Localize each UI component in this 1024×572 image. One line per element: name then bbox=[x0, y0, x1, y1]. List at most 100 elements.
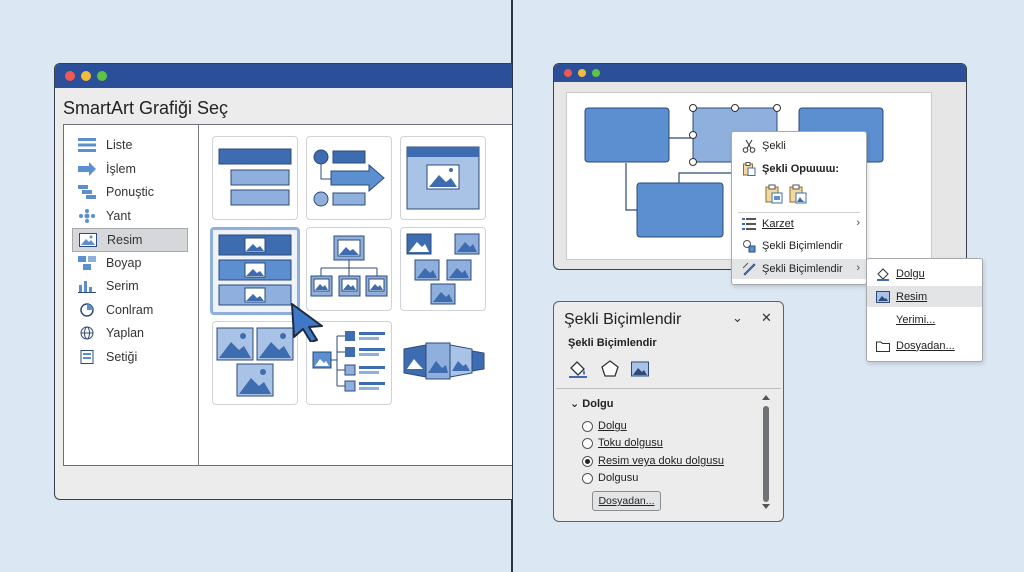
fill-section-header[interactable]: ⌄ Dolgu bbox=[570, 398, 614, 410]
picture-caption-thumbnail bbox=[406, 146, 480, 210]
close-icon[interactable]: ✕ bbox=[761, 310, 772, 325]
document-icon bbox=[80, 350, 94, 364]
radio-option-texture-fill[interactable]: Toku dolgusu bbox=[582, 437, 663, 449]
category-item-setigi[interactable]: Setiği bbox=[72, 346, 188, 368]
maximize-dot-icon[interactable] bbox=[97, 71, 107, 81]
radio-label: Toku dolgusu bbox=[598, 437, 663, 449]
close-dot-icon[interactable] bbox=[564, 69, 572, 77]
submenu-item-picture[interactable]: Resim bbox=[867, 286, 982, 307]
submenu-arrow-icon: › bbox=[856, 217, 860, 229]
submenu-item-texture[interactable]: Yerimi... bbox=[867, 309, 982, 330]
category-item-serim[interactable]: Serim bbox=[72, 275, 188, 297]
layout-tile-vertical-list[interactable] bbox=[212, 136, 298, 220]
picture-strip-thumbnail bbox=[403, 342, 485, 380]
category-label: Yaplan bbox=[106, 326, 144, 340]
maximize-dot-icon[interactable] bbox=[592, 69, 600, 77]
diagram-shape-4[interactable] bbox=[636, 182, 724, 238]
category-label: Boyap bbox=[106, 256, 142, 270]
menu-item-format-shape[interactable]: Şekli Biçimlendir bbox=[732, 236, 866, 256]
layout-tile-picture-hierarchy[interactable] bbox=[306, 227, 392, 311]
category-label: Serim bbox=[106, 279, 139, 293]
category-label: İşlem bbox=[106, 162, 136, 176]
submenu-item-label: Resim bbox=[896, 290, 928, 303]
radio-option-pattern-fill[interactable]: Dolgusu bbox=[582, 472, 638, 484]
minimize-dot-icon[interactable] bbox=[81, 71, 91, 81]
layout-tile-picture-mosaic[interactable] bbox=[212, 321, 298, 405]
category-item-yaplan[interactable]: Yaplan bbox=[72, 322, 188, 344]
submenu-item-from-file[interactable]: Dosyadan... bbox=[867, 335, 982, 356]
category-item-conlram[interactable]: Conlram bbox=[72, 299, 188, 321]
menu-item-paste-options[interactable]: Şekli Opɯɯɯ: bbox=[732, 159, 866, 179]
process-arrow-icon bbox=[78, 162, 96, 176]
layout-tile-picture-list-selected[interactable] bbox=[210, 227, 300, 315]
context-menu: Şekli Şekli Opɯɯɯ: Karzet › Şekli Biçiml… bbox=[731, 131, 867, 285]
category-item-islem[interactable]: İşlem bbox=[72, 158, 188, 180]
category-label: Ponuştic bbox=[106, 185, 154, 199]
menu-item-label: Karzet bbox=[762, 218, 794, 230]
picture-tree-thumbnail bbox=[312, 331, 385, 392]
vertical-list-thumbnail bbox=[218, 148, 292, 206]
category-label: Setiği bbox=[106, 350, 138, 364]
menu-item-cut[interactable]: Şekli bbox=[732, 136, 866, 156]
button-label: Dosyadan... bbox=[598, 495, 655, 507]
from-file-button[interactable]: Dosyadan... bbox=[592, 491, 661, 511]
cycle-icon bbox=[78, 185, 96, 199]
pane-tab-strip bbox=[568, 359, 768, 381]
radio-option-fill[interactable]: Dolgu bbox=[582, 420, 627, 432]
layout-tile-picture-strip[interactable] bbox=[400, 321, 485, 403]
relationship-icon bbox=[78, 256, 96, 270]
menu-item-format-shape-submenu[interactable]: Şekli Biçimlendir › bbox=[732, 259, 866, 279]
layout-tile-picture-tree[interactable] bbox=[306, 321, 392, 405]
matrix-icon bbox=[78, 281, 96, 293]
radio-button[interactable] bbox=[582, 420, 593, 432]
chevron-down-icon[interactable]: ⌄ bbox=[732, 310, 743, 325]
category-item-liste[interactable]: Liste bbox=[72, 134, 188, 156]
pane-scrollbar[interactable] bbox=[761, 394, 771, 510]
radio-option-picture-fill[interactable]: Resim veya doku dolgusu bbox=[582, 455, 724, 467]
radio-button[interactable] bbox=[582, 437, 593, 449]
paint-brush-icon bbox=[742, 262, 756, 276]
screen-divider bbox=[511, 0, 513, 572]
layout-tile-picture-grid[interactable] bbox=[400, 227, 486, 311]
layout-tile-process[interactable] bbox=[306, 136, 392, 220]
fill-bucket-icon bbox=[877, 267, 889, 281]
effects-pentagon-icon[interactable] bbox=[600, 359, 620, 379]
submenu-item-label: Yerimi... bbox=[896, 313, 936, 326]
menu-separator bbox=[738, 212, 860, 213]
process-thumbnail bbox=[313, 149, 385, 207]
blank-icon bbox=[876, 313, 890, 327]
section-label: Dolgu bbox=[582, 398, 614, 410]
minimize-dot-icon[interactable] bbox=[578, 69, 586, 77]
format-shape-pane: Şekli Biçimlendir ⌄ ✕ Şekli Biçimlendir … bbox=[553, 301, 784, 522]
category-item-yant[interactable]: Yant bbox=[72, 205, 188, 227]
submenu-item-label: Dolgu bbox=[896, 267, 925, 280]
radio-button[interactable] bbox=[582, 472, 593, 484]
paste-picture-icon[interactable] bbox=[788, 184, 808, 204]
menu-item-arrange[interactable]: Karzet › bbox=[732, 214, 866, 234]
category-item-ponustic[interactable]: Ponuştic bbox=[72, 181, 188, 203]
radio-button-selected[interactable] bbox=[582, 455, 593, 467]
diagram-shape-1[interactable] bbox=[584, 107, 670, 163]
category-label: Yant bbox=[106, 209, 131, 223]
radio-label: Dolgusu bbox=[598, 472, 639, 484]
window-titlebar bbox=[554, 64, 966, 82]
category-item-boyap[interactable]: Boyap bbox=[72, 252, 188, 274]
menu-item-label: Şekli bbox=[762, 140, 786, 152]
menu-item-label: Şekli Biçimlendir bbox=[762, 263, 843, 275]
category-item-resim[interactable]: Resim bbox=[72, 228, 188, 252]
category-label: Conlram bbox=[106, 303, 154, 317]
paste-keep-format-icon[interactable] bbox=[764, 184, 784, 204]
picture-tab-icon[interactable] bbox=[630, 359, 650, 379]
submenu-arrow-icon: › bbox=[856, 262, 860, 274]
submenu-item-fill[interactable]: Dolgu bbox=[867, 263, 982, 284]
layout-tile-picture-caption[interactable] bbox=[400, 136, 486, 220]
close-dot-icon[interactable] bbox=[65, 71, 75, 81]
globe-icon bbox=[80, 326, 94, 340]
radio-label: Resim veya doku dolgusu bbox=[598, 455, 724, 467]
folder-icon bbox=[876, 341, 890, 352]
fill-line-tab-icon[interactable] bbox=[568, 359, 588, 379]
selection-handles[interactable] bbox=[689, 104, 781, 166]
fill-submenu: Dolgu Resim Yerimi... Dosyadan... bbox=[866, 258, 983, 362]
mouse-pointer-icon bbox=[291, 303, 323, 342]
format-shape-icon bbox=[743, 240, 756, 253]
